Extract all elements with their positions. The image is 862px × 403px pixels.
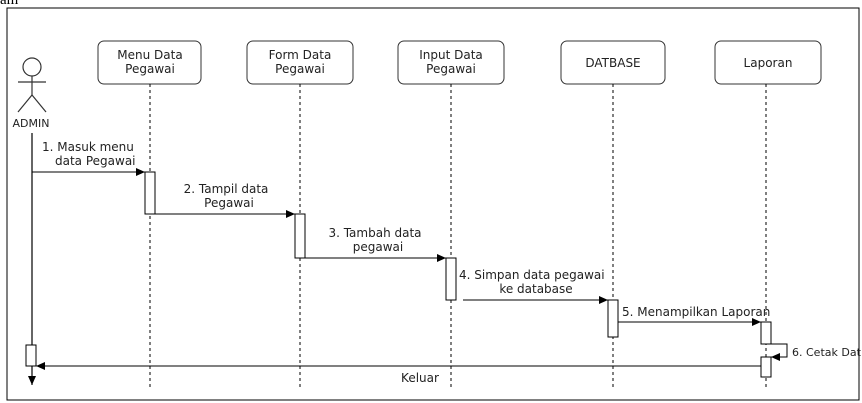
activation-input (445, 257, 457, 301)
message-label-keluar: Keluar (401, 371, 439, 385)
actor-admin: ADMIN (13, 57, 50, 130)
actor-head (22, 57, 42, 77)
message-label-6: 6. Cetak Dat (792, 346, 862, 359)
activation-laporan (760, 321, 772, 345)
message-label-3: 3. Tambah data (328, 226, 421, 240)
diagram-frame (6, 7, 860, 401)
lifeline-label: Input Data (419, 48, 483, 62)
message-label-4: 4. Simpan data pegawai (459, 268, 605, 282)
lifeline-database: DATBASE (560, 40, 666, 390)
lifeline-label: Pegawai (275, 62, 325, 76)
lifeline-label: Laporan (744, 56, 793, 70)
message-label-1b: data Pegawai (55, 154, 136, 168)
lifeline-input-data-pegawai: Input Data Pegawai (397, 40, 505, 390)
lifeline-label: DATBASE (585, 56, 640, 70)
lifeline-label: Menu Data (117, 48, 182, 62)
lifeline-menu-data-pegawai: Menu Data Pegawai (97, 40, 202, 390)
actor-activation (25, 344, 37, 367)
activation-menu (144, 171, 156, 215)
cropped-caption: am (0, 0, 19, 8)
activation-form (294, 213, 306, 259)
actor-label: ADMIN (13, 117, 50, 130)
message-label-1: 1. Masuk menu (42, 140, 134, 154)
lifeline-form-data-pegawai: Form Data Pegawai (246, 40, 354, 390)
lifeline-label: Pegawai (125, 62, 175, 76)
message-arrow-6 (771, 343, 788, 361)
lifeline-label: Form Data (269, 48, 332, 62)
activation-laporan-2 (760, 356, 772, 378)
activation-database (607, 299, 619, 338)
message-label-3b: pegawai (353, 240, 403, 254)
message-label-4b: ke database (499, 282, 572, 296)
actor-leg-left (17, 94, 33, 113)
message-label-5: 5. Menampilkan Laporan (622, 305, 770, 319)
message-label-2: 2. Tampil data (184, 182, 269, 196)
message-label-2b: Pegawai (204, 196, 254, 210)
actor-leg-right (31, 94, 47, 113)
lifeline-label: Pegawai (426, 62, 476, 76)
